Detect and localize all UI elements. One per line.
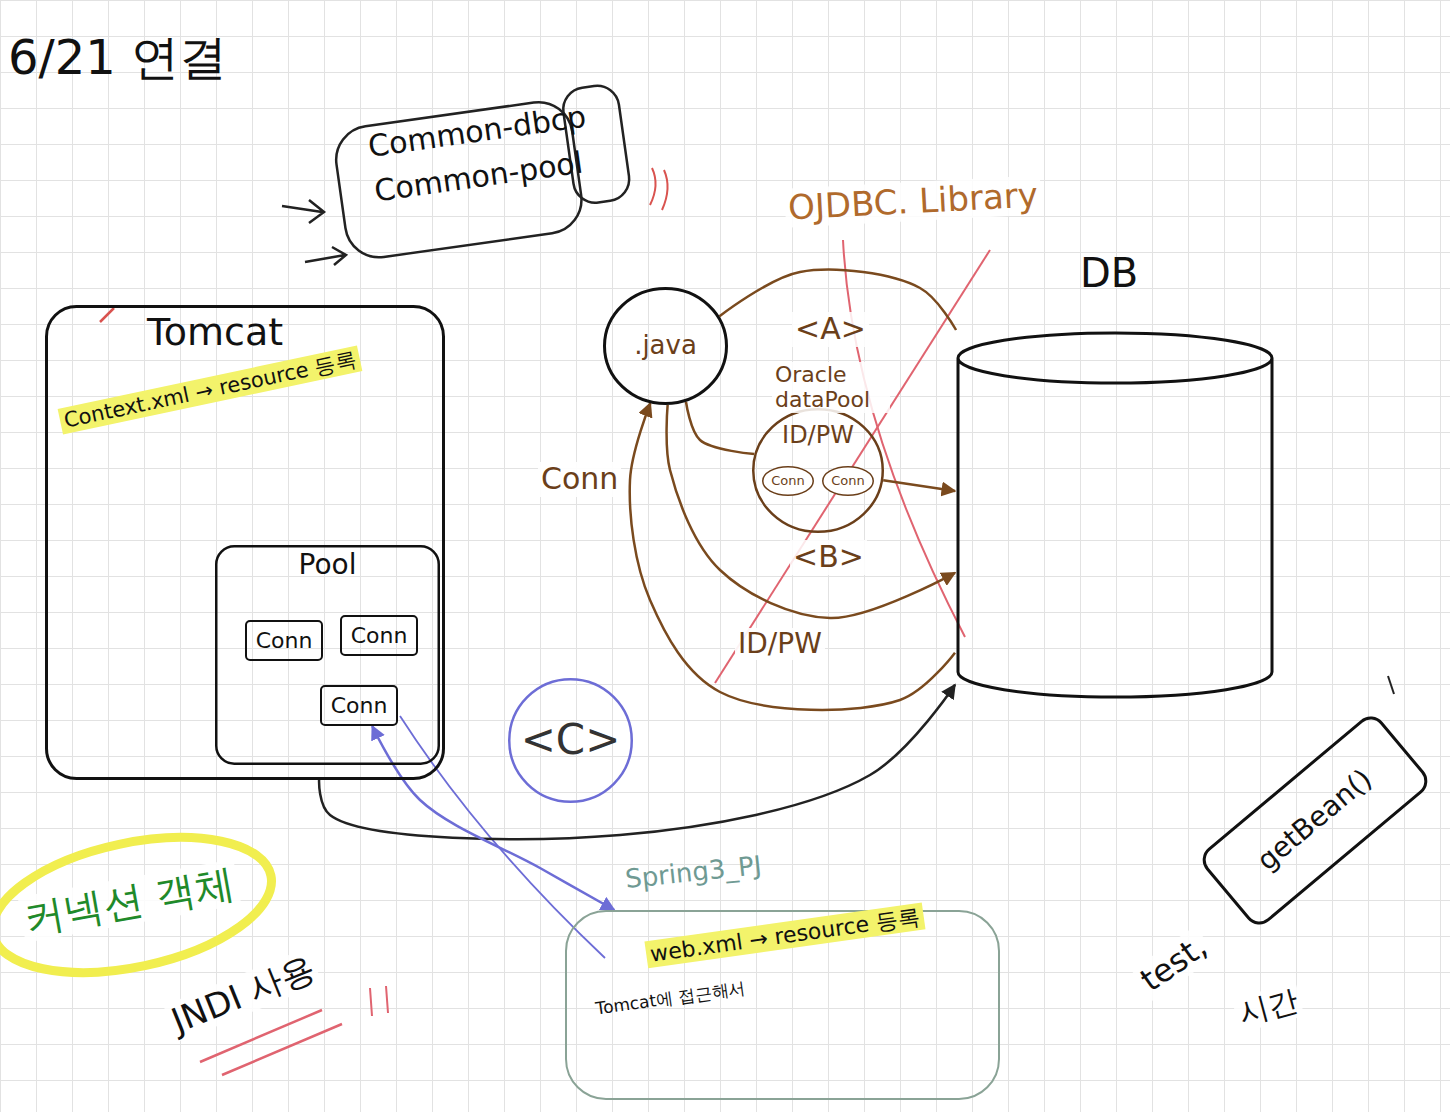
connection-box: Conn (245, 620, 323, 661)
red-tick (100, 308, 114, 322)
note-text: 커넥션 객체 (18, 859, 241, 942)
note-text: 시간 (1232, 982, 1305, 1032)
node-label: DB (1080, 250, 1138, 296)
datapool-circle: ID/PW Conn Conn (752, 408, 884, 533)
outline (823, 467, 874, 496)
connection-oval: Conn (762, 466, 814, 496)
input-arrow (305, 247, 346, 265)
node-label: Conn (831, 474, 865, 489)
node-label: Pool (299, 549, 357, 581)
connector (319, 685, 955, 839)
pool-name: Oracle dataPool (772, 362, 890, 413)
node-label: Conn (771, 474, 805, 489)
outline (605, 289, 727, 404)
connection-box: Conn (320, 685, 398, 726)
node-label: Spring3_PJ (624, 851, 763, 895)
red-scribble (650, 168, 668, 210)
outline (321, 686, 397, 725)
page-title: 6/21 연결 (8, 30, 227, 85)
node-label: .java (634, 331, 697, 361)
node-label: getBean() (1251, 763, 1378, 877)
outline (763, 467, 814, 496)
option-circle: <C> (508, 678, 633, 803)
library-label: OJDBC. Library (784, 175, 1042, 227)
outline (246, 621, 322, 660)
outline (341, 616, 417, 655)
connector (667, 405, 955, 618)
connection-oval: Conn (822, 466, 874, 496)
node-label: web.xml → resource 등록 (644, 903, 925, 969)
node-label: Conn (256, 628, 313, 653)
red-tick (370, 986, 388, 1016)
node-label: Conn (351, 623, 408, 648)
node-label: ID/PW (782, 422, 854, 450)
connector (686, 402, 754, 454)
highlight-ring (0, 815, 284, 995)
outline (47, 307, 444, 779)
note-text: test, (1131, 926, 1216, 1001)
project-box: Spring3_PJweb.xml → resource 등록Tomcat에 접… (565, 910, 1000, 1100)
callout-label: <A> (792, 312, 869, 347)
source-circle: .java (603, 287, 728, 405)
callout-label: <B> (790, 540, 867, 575)
database-cylinder: DB (955, 330, 1275, 700)
outline (753, 409, 883, 532)
node-label: <C> (521, 716, 621, 764)
cross-out-line (715, 250, 990, 683)
connector (883, 480, 955, 491)
outline (216, 546, 439, 764)
outline (958, 333, 1272, 697)
connection-box: Conn (340, 615, 418, 656)
node-label: Tomcat (147, 311, 283, 355)
outline (1198, 712, 1431, 928)
outline (509, 679, 632, 802)
connector (630, 403, 955, 710)
connector-label: Conn (538, 462, 621, 497)
input-arrow (282, 200, 324, 223)
connector-label: ID/PW (735, 628, 825, 660)
server-box: TomcatContext.xml → resource 등록PoolConnC… (45, 305, 445, 780)
tick-mark (1388, 676, 1394, 694)
node-label: Context.xml → resource 등록 (58, 345, 363, 434)
library-jar: Common-dbcpCommon-pool (325, 72, 644, 272)
node-label: Conn (331, 693, 388, 718)
note-text: JNDI 사용 (163, 947, 323, 1042)
node-outline (955, 330, 1275, 700)
method-box: getBean() (1196, 710, 1433, 931)
pool-box: PoolConnConnConn (215, 545, 440, 765)
node-label: Tomcat에 접근해서 (594, 979, 747, 1019)
